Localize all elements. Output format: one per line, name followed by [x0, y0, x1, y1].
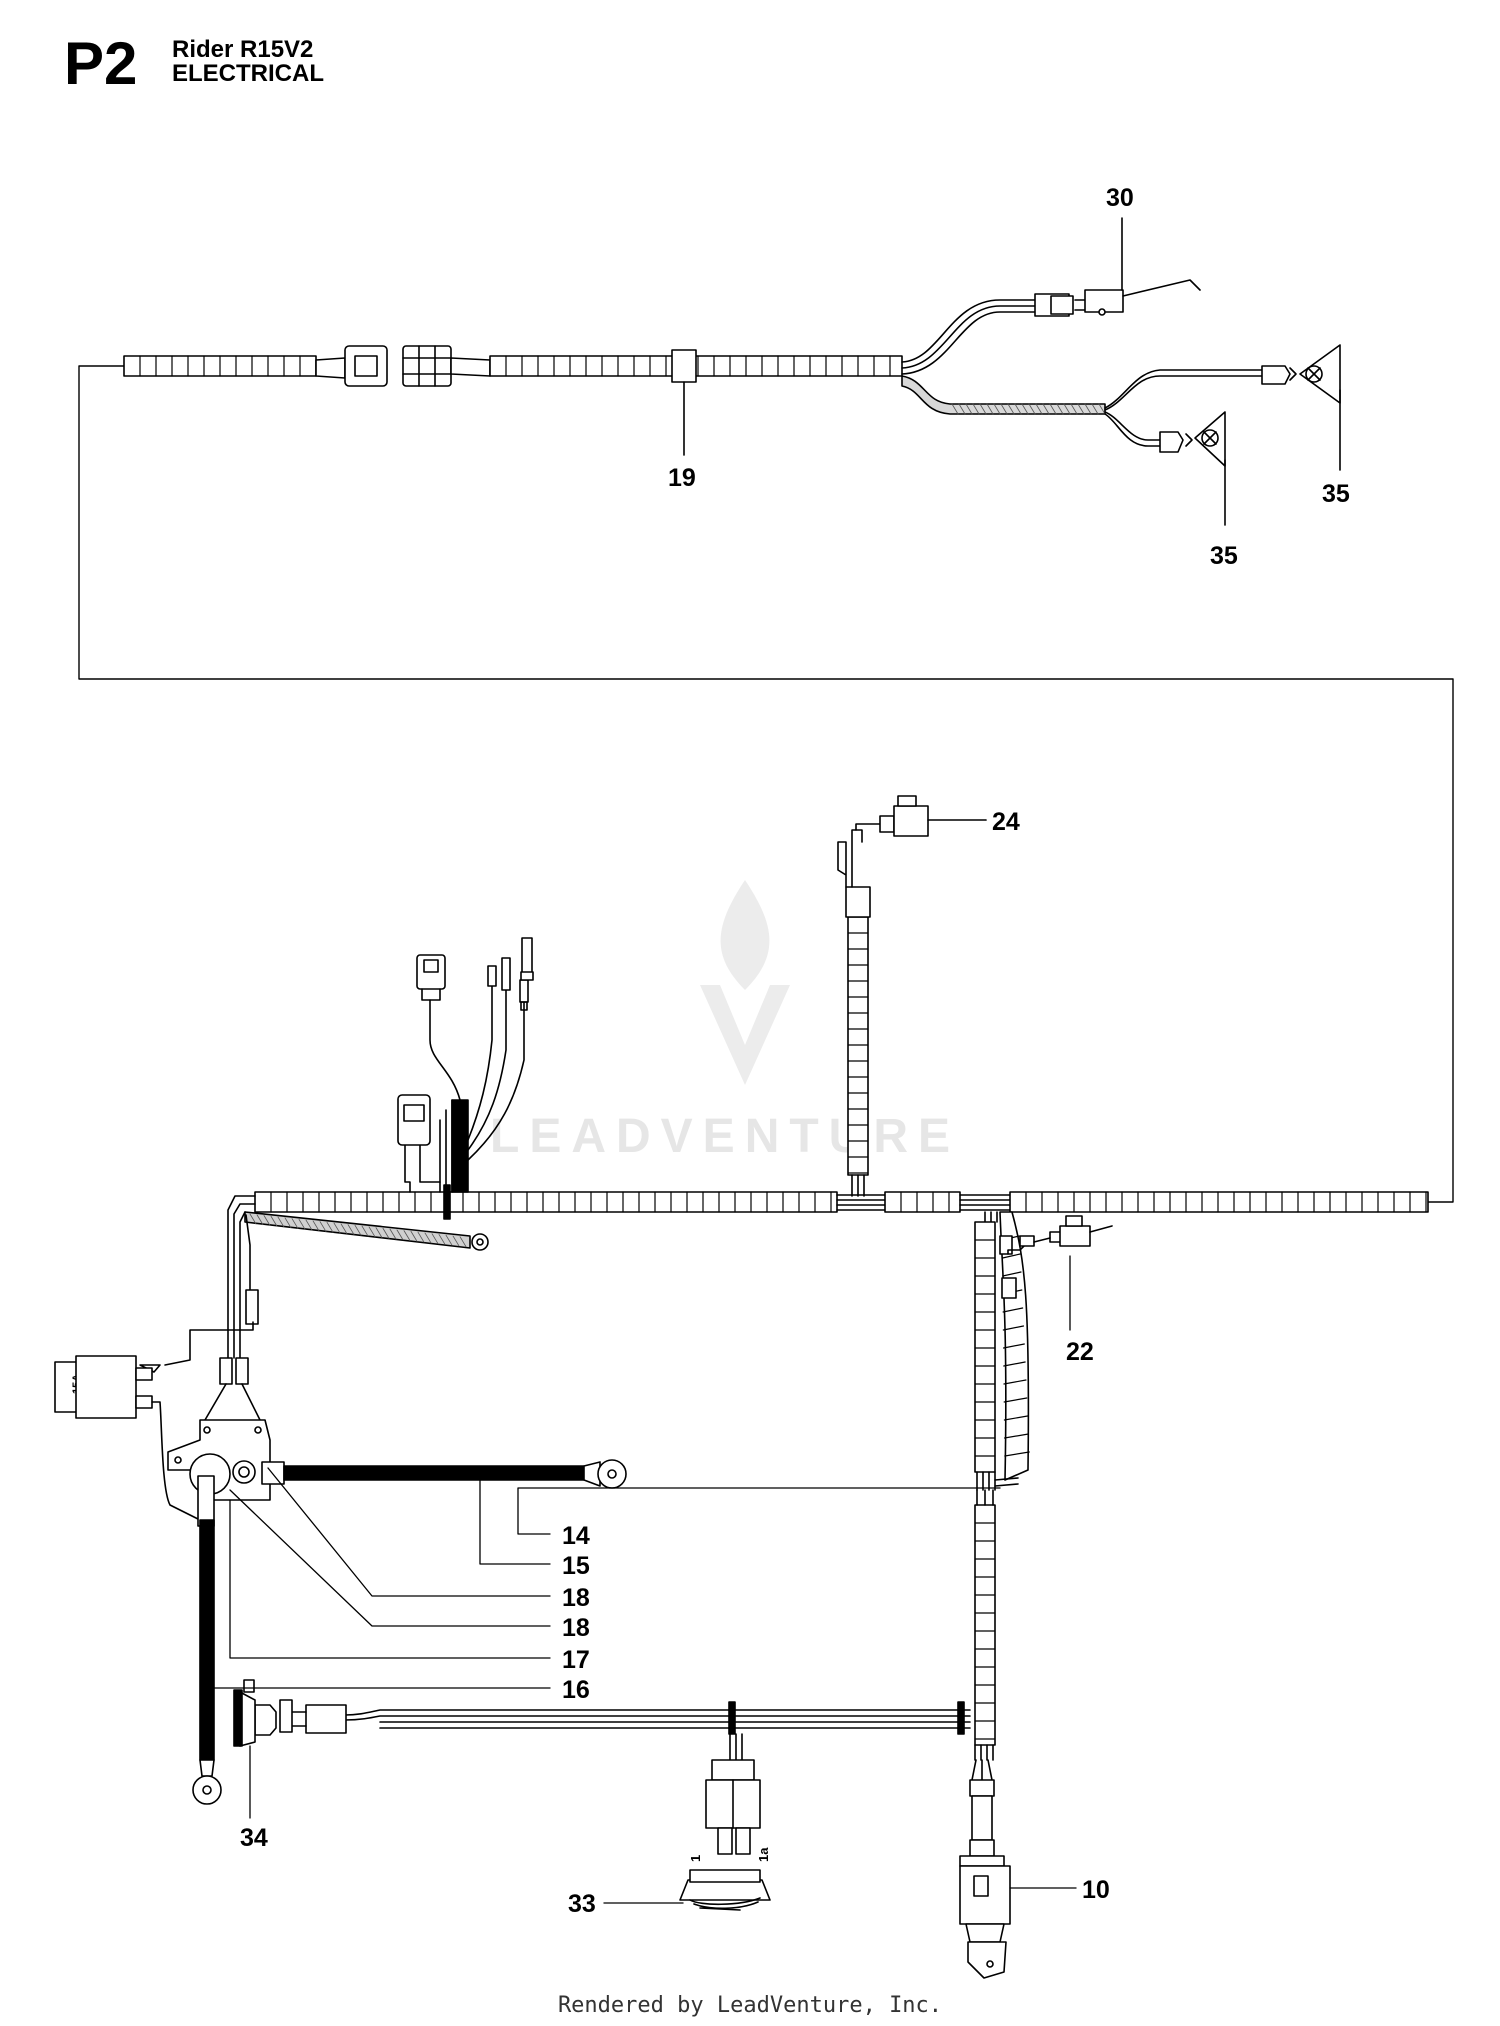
- callout-labels: 30 19 35 35 24 22 14 15 18 18 17 16 34 3…: [240, 184, 1350, 1918]
- footer-credit: Rendered by LeadVenture, Inc.: [557, 1993, 943, 2018]
- callout-19: 19: [668, 464, 696, 492]
- terminal-label-1: 1: [688, 1855, 703, 1862]
- watermark-text: LEADVENTURE: [490, 1110, 960, 1163]
- watermark: LEADVENTURE: [490, 880, 960, 1163]
- callout-22: 22: [1066, 1338, 1094, 1366]
- callout-30: 30: [1106, 184, 1134, 212]
- upper-harness: [78, 279, 1454, 1203]
- page-code: P2: [64, 30, 138, 97]
- callout-18b: 18: [562, 1614, 590, 1642]
- callout-10: 10: [1082, 1876, 1110, 1904]
- callout-34: 34: [240, 1824, 268, 1852]
- leader-lines: [213, 819, 1077, 1904]
- terminal-label-1a: 1a: [756, 1847, 771, 1862]
- callout-35a: 35: [1322, 480, 1350, 508]
- callout-18a: 18: [562, 1584, 590, 1612]
- callout-17: 17: [562, 1646, 590, 1674]
- callout-16: 16: [562, 1676, 590, 1704]
- callout-15: 15: [562, 1552, 590, 1580]
- main-harness: 15A: [54, 795, 1429, 1979]
- model-title: Rider R15V2: [172, 36, 314, 63]
- callout-33: 33: [568, 1890, 596, 1918]
- callout-24: 24: [992, 808, 1020, 836]
- section-title: ELECTRICAL: [172, 60, 324, 87]
- callout-14: 14: [562, 1522, 590, 1550]
- callout-35b: 35: [1210, 542, 1238, 570]
